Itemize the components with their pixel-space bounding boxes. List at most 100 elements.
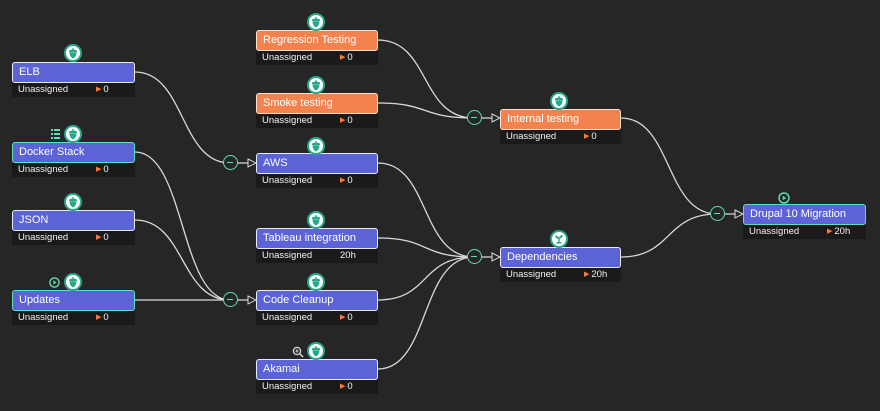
task-title: Dependencies: [500, 247, 621, 268]
estimate: 20h: [340, 249, 356, 263]
estimate-marker: ▶: [827, 228, 833, 235]
task-meta: Unassigned ▶0: [256, 114, 378, 128]
task-node-regression-testing[interactable]: Regression Testing Unassigned ▶0: [256, 30, 378, 65]
edge-elb-aws: [134, 71, 231, 164]
edge-aws-dependencies: [377, 162, 475, 258]
estimate: ▶0: [340, 51, 353, 65]
estimate: ▶20h: [827, 225, 850, 239]
estimate: ▶0: [96, 231, 109, 245]
estimate-marker: ▶: [96, 314, 102, 321]
estimate: ▶0: [340, 174, 353, 188]
assignee-label: Unassigned: [262, 115, 313, 126]
assignee-label: Unassigned: [262, 312, 313, 323]
assignee-label: Unassigned: [506, 131, 557, 142]
task-title: Code Cleanup: [256, 290, 378, 311]
task-title: Drupal 10 Migration: [743, 204, 866, 225]
edge-codecleanup-dependencies: [377, 256, 475, 301]
task-node-json[interactable]: JSON Unassigned ▶0: [12, 210, 135, 245]
edge-akamai-dependencies: [377, 256, 475, 370]
estimate-value: 0: [103, 312, 109, 323]
estimate-marker: ▶: [96, 166, 102, 173]
junction-code-cleanup[interactable]: [223, 292, 238, 307]
acorn-icon[interactable]: [307, 211, 325, 229]
task-meta: Unassigned ▶0: [500, 130, 621, 144]
estimate-value: 0: [591, 131, 597, 142]
task-node-updates[interactable]: Updates Unassigned ▶0: [12, 290, 135, 325]
task-title: JSON: [12, 210, 135, 231]
task-node-code-cleanup[interactable]: Code Cleanup Unassigned ▶0: [256, 290, 378, 325]
edge-smoke-internal: [377, 102, 475, 119]
acorn-icon[interactable]: [307, 342, 325, 360]
estimate-value: 0: [103, 232, 109, 243]
task-meta: Unassigned ▶0: [12, 231, 135, 245]
sprout-icon[interactable]: [550, 230, 568, 248]
estimate-marker: ▶: [340, 314, 346, 321]
estimate-value: 20h: [340, 250, 356, 261]
estimate-value: 0: [103, 164, 109, 175]
task-title: Regression Testing: [256, 30, 378, 51]
search-icon[interactable]: [292, 346, 304, 358]
task-meta: Unassigned ▶0: [256, 51, 378, 65]
acorn-icon[interactable]: [307, 76, 325, 94]
task-node-tableau-integration[interactable]: Tableau integration Unassigned 20h: [256, 228, 378, 263]
acorn-icon[interactable]: [64, 44, 82, 62]
task-meta: Unassigned ▶0: [12, 83, 135, 97]
list-icon: [51, 129, 60, 139]
task-title: Updates: [12, 290, 135, 311]
task-node-akamai[interactable]: Akamai Unassigned ▶0: [256, 359, 378, 394]
task-title: Smoke testing: [256, 93, 378, 114]
estimate-value: 0: [103, 84, 109, 95]
edge-tableau-dependencies: [377, 237, 475, 258]
estimate: ▶0: [584, 130, 597, 144]
acorn-icon[interactable]: [64, 125, 82, 143]
assignee-label: Unassigned: [262, 381, 313, 392]
estimate-marker: ▶: [96, 86, 102, 93]
junction-drupal[interactable]: [710, 206, 725, 221]
edge-docker-codecleanup: [134, 151, 231, 301]
estimate-value: 0: [347, 115, 353, 126]
acorn-icon[interactable]: [307, 13, 325, 31]
acorn-icon[interactable]: [64, 273, 82, 291]
task-title: Docker Stack: [12, 142, 135, 163]
acorn-icon[interactable]: [307, 273, 325, 291]
task-title: Internal testing: [500, 109, 621, 130]
acorn-icon[interactable]: [550, 92, 568, 110]
estimate: ▶0: [340, 380, 353, 394]
estimate: ▶0: [96, 311, 109, 325]
task-meta: Unassigned ▶0: [256, 380, 378, 394]
task-node-elb[interactable]: ELB Unassigned ▶0: [12, 62, 135, 97]
estimate-marker: ▶: [340, 177, 346, 184]
task-title: ELB: [12, 62, 135, 83]
estimate: ▶0: [340, 114, 353, 128]
estimate-marker: ▶: [584, 133, 590, 140]
assignee-label: Unassigned: [18, 232, 69, 243]
task-meta: Unassigned ▶0: [12, 163, 135, 177]
task-title: AWS: [256, 153, 378, 174]
play-icon[interactable]: [778, 192, 790, 204]
task-node-docker-stack[interactable]: Docker Stack Unassigned ▶0: [12, 142, 135, 177]
task-meta: Unassigned ▶0: [256, 311, 378, 325]
task-node-drupal-10-migration[interactable]: Drupal 10 Migration Unassigned ▶20h: [743, 204, 866, 239]
task-meta: Unassigned ▶0: [12, 311, 135, 325]
estimate-marker: ▶: [96, 234, 102, 241]
assignee-label: Unassigned: [506, 269, 557, 280]
play-icon[interactable]: [49, 277, 60, 288]
assignee-label: Unassigned: [18, 312, 69, 323]
task-node-smoke-testing[interactable]: Smoke testing Unassigned ▶0: [256, 93, 378, 128]
junction-aws[interactable]: [223, 155, 238, 170]
estimate: ▶20h: [584, 268, 607, 282]
task-node-aws[interactable]: AWS Unassigned ▶0: [256, 153, 378, 188]
estimate: ▶0: [340, 311, 353, 325]
junction-internal-testing[interactable]: [467, 110, 482, 125]
assignee-label: Unassigned: [262, 175, 313, 186]
junction-dependencies[interactable]: [467, 249, 482, 264]
edge-json-codecleanup: [134, 219, 231, 301]
task-node-internal-testing[interactable]: Internal testing Unassigned ▶0: [500, 109, 621, 144]
task-node-dependencies[interactable]: Dependencies Unassigned ▶20h: [500, 247, 621, 282]
estimate-value: 20h: [591, 269, 608, 280]
acorn-icon[interactable]: [307, 137, 325, 155]
acorn-icon[interactable]: [64, 193, 82, 211]
assignee-label: Unassigned: [749, 226, 800, 237]
assignee-label: Unassigned: [262, 250, 313, 261]
